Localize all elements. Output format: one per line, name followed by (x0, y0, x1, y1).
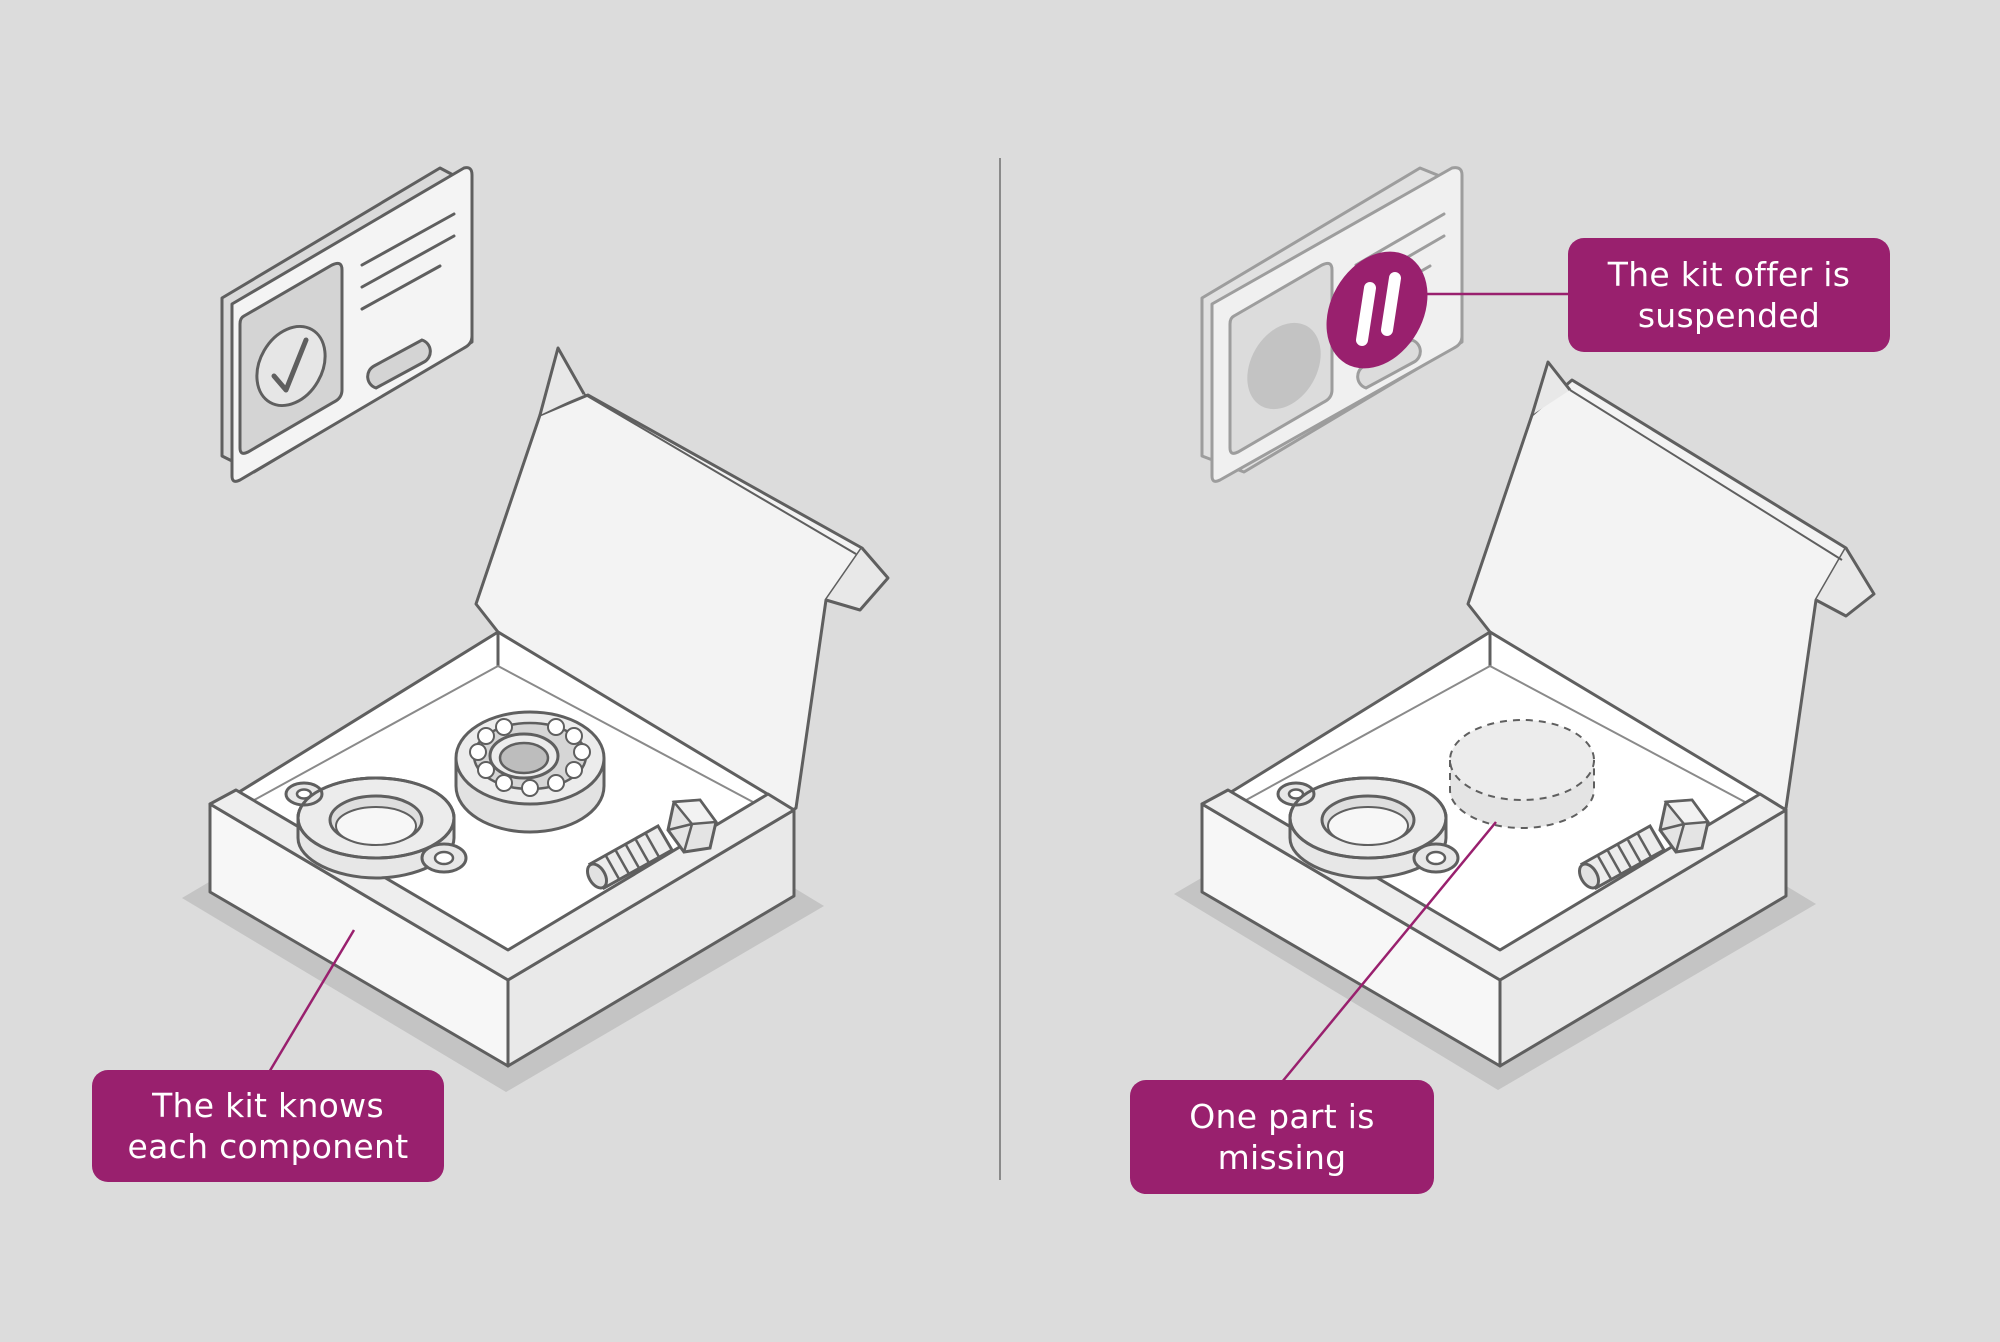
bottom-callout-leader (1281, 821, 1497, 1083)
left-callout-line1: The kit knows (152, 1086, 384, 1125)
bottom-right-callout-line1: One part is (1189, 1097, 1375, 1136)
left-status-card (220, 166, 474, 483)
ball-bearing-part (454, 710, 606, 834)
left-callout: The kit knows each component (92, 1070, 444, 1182)
top-right-callout-line1: The kit offer is (1607, 255, 1851, 294)
bottom-right-callout-line2: missing (1217, 1138, 1347, 1177)
bottom-right-callout: One part is missing (1130, 1080, 1434, 1194)
missing-part-outline (1449, 719, 1595, 830)
left-callout-leader (266, 929, 356, 1075)
top-right-callout-line2: suspended (1637, 296, 1821, 335)
top-right-callout: The kit offer is suspended (1568, 238, 1890, 352)
checkmark-icon (255, 324, 327, 408)
pause-icon (1326, 251, 1428, 369)
left-callout-line2: each component (127, 1127, 409, 1166)
